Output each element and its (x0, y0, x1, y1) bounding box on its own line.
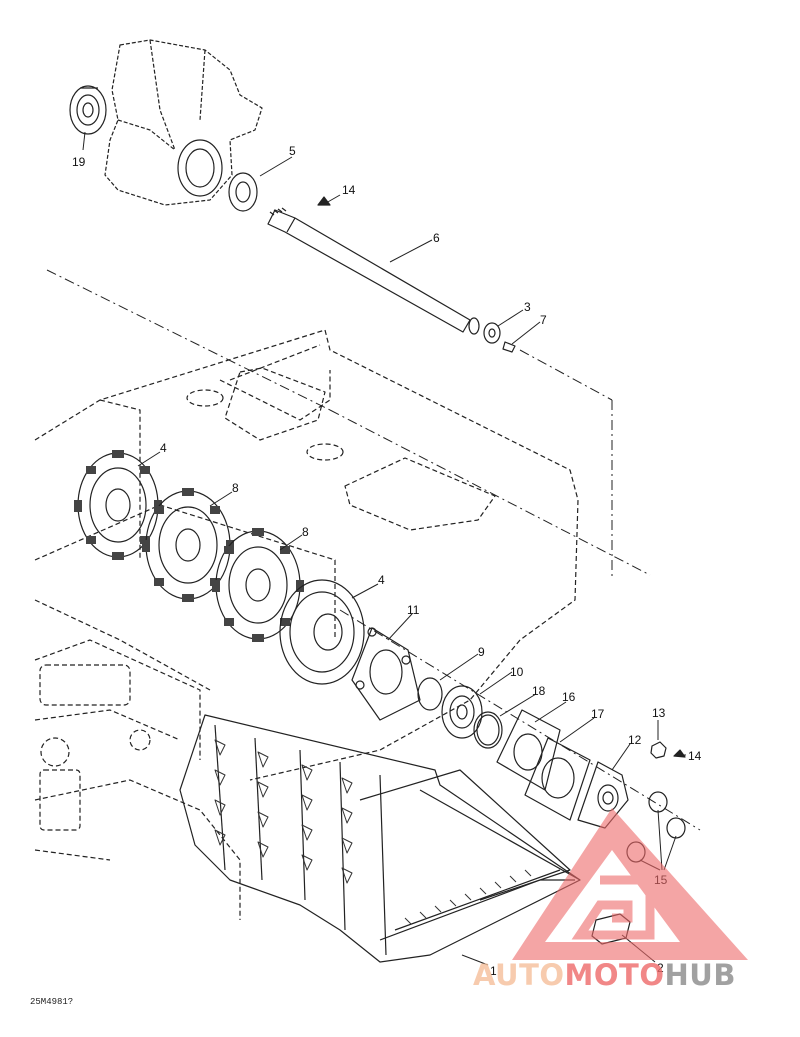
watermark-triangle (512, 808, 748, 960)
callout-1: 1 (490, 964, 497, 978)
watermark-auto: AUTO (473, 958, 565, 992)
callout-4-left: 4 (160, 441, 167, 455)
sprocket-4-right (279, 579, 365, 685)
housing-bore (177, 139, 223, 197)
bearing-19 (69, 85, 107, 135)
callout-18: 18 (532, 684, 546, 698)
drawing-code: 25M4981? (30, 997, 73, 1007)
watermark-hub: HUB (665, 958, 736, 992)
gasket-16 (496, 709, 561, 791)
watermark-moto: MOTO (565, 958, 665, 992)
callout-labels: 19 5 14 6 3 7 4 8 8 4 11 9 10 18 16 17 1… (72, 144, 702, 978)
screw-14-top (317, 196, 331, 206)
callout-6: 6 (433, 231, 440, 245)
callout-14-top: 14 (342, 183, 356, 197)
callout-8-first: 8 (232, 481, 239, 495)
callout-7: 7 (540, 313, 547, 327)
callout-2: 2 (657, 961, 664, 975)
callout-4-right: 4 (378, 573, 385, 587)
callout-5: 5 (289, 144, 296, 158)
track-1 (179, 714, 581, 963)
callout-11: 11 (407, 603, 420, 617)
callout-3: 3 (524, 300, 531, 314)
watermark-g-mark (571, 875, 655, 940)
seal-9 (417, 677, 443, 711)
watermark-logo (512, 808, 748, 960)
callout-16: 16 (562, 690, 576, 704)
upper-housing (104, 39, 263, 206)
screw-14-bottom (673, 749, 686, 758)
sprocket-8-second (212, 528, 304, 642)
o-ring-18 (473, 711, 503, 749)
callout-19: 19 (72, 155, 86, 169)
frame-tunnel (34, 329, 579, 920)
callout-17: 17 (591, 707, 605, 721)
callout-14-bottom: 14 (688, 749, 702, 763)
spacer-5 (228, 172, 258, 212)
plate-17 (524, 737, 591, 821)
drive-shaft-6 (267, 207, 480, 335)
callout-12: 12 (628, 733, 642, 747)
bearing-housing-11 (351, 627, 421, 721)
assembly-axis (46, 269, 701, 831)
bearing-10 (441, 685, 483, 739)
callout-10: 10 (510, 665, 524, 679)
callout-9: 9 (478, 645, 485, 659)
callout-8-second: 8 (302, 525, 309, 539)
cotter-pin-7 (502, 341, 516, 353)
nut-13 (650, 741, 667, 759)
watermark-text: AUTOMOTOHUB (473, 958, 736, 992)
callout-13: 13 (652, 706, 666, 720)
nut-3 (483, 322, 501, 344)
